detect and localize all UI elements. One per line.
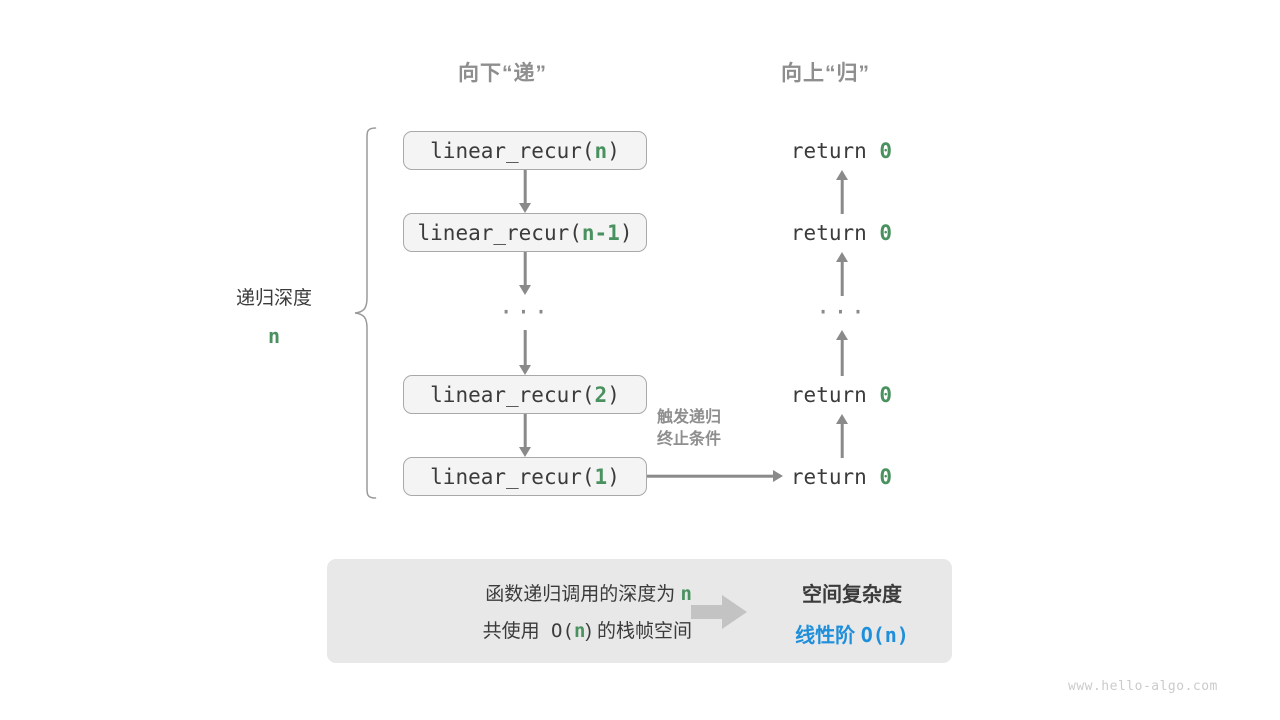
call-frame-arg-3: 2: [594, 382, 608, 407]
return-keyword-2: return: [790, 221, 867, 245]
return-value-4: 0: [879, 465, 893, 489]
summary-result-title: 空间复杂度: [802, 584, 902, 606]
return-keyword-4: return: [790, 465, 867, 489]
summary-line-2: 共使用 O(n) 的栈帧空间: [372, 613, 692, 650]
return-statement-3: return 0: [760, 383, 923, 407]
recursion-depth-brace: [352, 124, 378, 502]
call-frame-prefix-3: linear_recur(: [430, 382, 595, 407]
call-stack-ellipsis: ···: [498, 298, 552, 326]
recursion-depth-label: 递归深度 n: [196, 281, 352, 355]
base-case-note-line2: 终止条件: [657, 430, 722, 448]
return-keyword-3: return: [790, 383, 867, 407]
return-statement-1: return 0: [760, 139, 923, 163]
ascend-arrow-4: [829, 414, 855, 458]
call-frame-suffix-3: ): [607, 382, 620, 407]
recursion-depth-value: n: [267, 324, 281, 349]
call-frame-suffix-2: ): [619, 220, 633, 245]
descend-arrow-1: [512, 170, 538, 214]
return-value-3: 0: [879, 383, 893, 407]
summary-result-order: 线性阶: [795, 625, 861, 647]
base-case-note: 触发递归 终止条件: [657, 407, 721, 450]
watermark: www.hello-algo.com: [1068, 679, 1218, 694]
summary-line-2-pre: 共使用 O(: [482, 620, 574, 643]
descend-arrow-3: [512, 330, 538, 376]
summary-description: 函数递归调用的深度为 n 共使用 O(n) 的栈帧空间: [372, 576, 692, 650]
summary-line-2-var: n: [573, 620, 586, 643]
descend-arrow-4: [512, 414, 538, 458]
return-value-1: 0: [879, 139, 893, 163]
call-frame-arg-4: 1: [594, 464, 608, 489]
summary-line-1-var: n: [680, 583, 692, 605]
implies-arrow-icon: [689, 593, 751, 631]
call-frame-suffix-4: ): [607, 464, 620, 489]
call-frame-box-4[interactable]: linear_recur(1): [403, 457, 647, 496]
call-frame-arg-1: n: [594, 138, 608, 163]
ascend-arrow-2: [829, 252, 855, 296]
call-frame-prefix-4: linear_recur(: [430, 464, 595, 489]
return-statement-2: return 0: [760, 221, 923, 245]
ascend-arrow-3: [829, 330, 855, 376]
return-ellipsis: ···: [815, 298, 869, 326]
summary-line-1-text: 函数递归调用的深度为: [485, 584, 681, 605]
call-frame-box-2[interactable]: linear_recur(n-1): [403, 213, 647, 252]
call-frame-box-1[interactable]: linear_recur(n): [403, 131, 647, 170]
recursion-depth-text: 递归深度: [235, 288, 312, 309]
return-keyword-1: return: [790, 139, 867, 163]
return-value-2: 0: [879, 221, 893, 245]
summary-result-value: 线性阶 O(n): [767, 619, 937, 648]
summary-line-2-post: ) 的栈帧空间: [585, 621, 692, 643]
base-case-note-line1: 触发递归: [657, 409, 722, 426]
summary-line-1: 函数递归调用的深度为 n: [372, 576, 692, 613]
call-frame-prefix-1: linear_recur(: [430, 138, 595, 163]
summary-result: 空间复杂度 线性阶 O(n): [767, 578, 937, 648]
call-frame-arg-2: n-1: [581, 220, 620, 245]
summary-result-expr: O(n): [860, 623, 909, 647]
column-header-descend: 向下“递”: [458, 62, 547, 85]
call-frame-box-3[interactable]: linear_recur(2): [403, 375, 647, 414]
return-statement-4: return 0: [760, 465, 923, 489]
descend-arrow-2: [512, 252, 538, 296]
base-case-arrow: [647, 462, 787, 490]
column-header-ascend: 向上“归”: [781, 62, 870, 85]
call-frame-prefix-2: linear_recur(: [417, 220, 582, 245]
summary-panel: 函数递归调用的深度为 n 共使用 O(n) 的栈帧空间 空间复杂度 线性阶 O(…: [327, 559, 952, 663]
ascend-arrow-1: [829, 170, 855, 214]
call-frame-suffix-1: ): [607, 138, 620, 163]
